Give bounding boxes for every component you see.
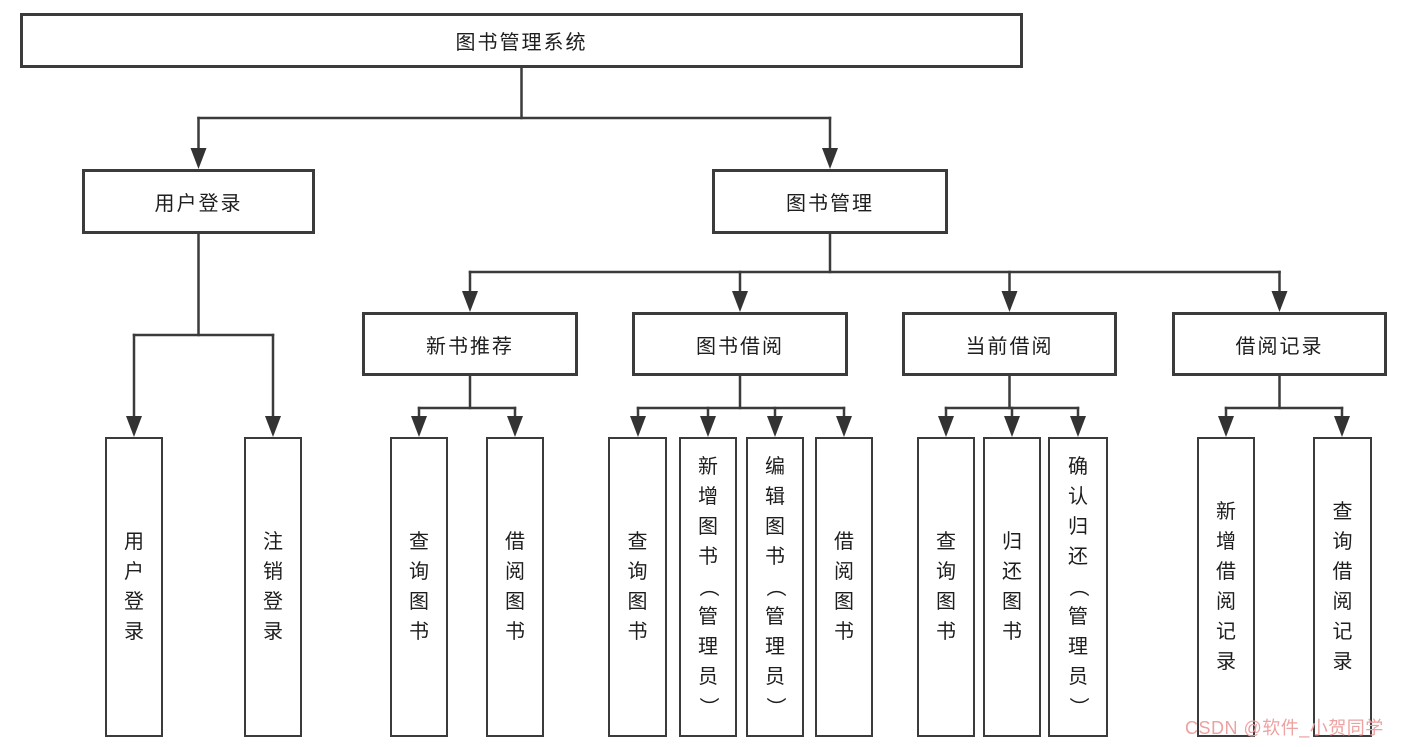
- leaf-query-books-current: 查询图书: [917, 437, 975, 737]
- arrowhead-icon: [1218, 416, 1234, 437]
- arrowhead-icon: [732, 291, 748, 312]
- node-user-login-label: 用户登录: [154, 193, 243, 215]
- leaf-edit-book-admin: 编辑图书（管理员）: [746, 437, 804, 737]
- leaf-add-book-admin: 新增图书（管理员）: [679, 437, 737, 737]
- arrowhead-icon: [836, 416, 852, 437]
- leaf-borrow-books-recommend: 借阅图书: [486, 437, 544, 737]
- leaf-user-login-label: 用户登录: [124, 531, 144, 643]
- node-root: 图书管理系统: [20, 13, 1023, 68]
- arrowhead-icon: [767, 416, 783, 437]
- arrowhead-icon: [265, 416, 281, 437]
- arrowhead-icon: [700, 416, 716, 437]
- arrowhead-icon: [1004, 416, 1020, 437]
- leaf-user-login: 用户登录: [105, 437, 163, 737]
- arrowhead-icon: [190, 148, 207, 169]
- arrowhead-icon: [938, 416, 954, 437]
- leaf-confirm-return-admin-label: 确认归还（管理员）: [1067, 456, 1089, 717]
- leaf-query-books-current-label: 查询图书: [936, 531, 956, 643]
- arrowhead-icon: [507, 416, 523, 437]
- leaf-query-books-borrow-label: 查询图书: [627, 531, 648, 643]
- arrowhead-icon: [411, 416, 427, 437]
- node-current-borrow: 当前借阅: [902, 312, 1117, 376]
- arrowhead-icon: [630, 416, 646, 437]
- node-book-borrow-label: 图书借阅: [696, 335, 784, 358]
- leaf-return-book-label: 归还图书: [1002, 531, 1022, 643]
- arrowhead-icon: [1334, 416, 1350, 437]
- leaf-add-borrow-record-label: 新增借阅记录: [1216, 501, 1236, 673]
- watermark: CSDN @软件_小贺同学: [1185, 718, 1384, 738]
- leaf-logout-label: 注销登录: [263, 531, 283, 643]
- leaf-add-book-admin-label: 新增图书（管理员）: [697, 456, 719, 717]
- arrowhead-icon: [462, 291, 478, 312]
- leaf-logout: 注销登录: [244, 437, 302, 737]
- leaf-return-book: 归还图书: [983, 437, 1041, 737]
- leaf-confirm-return-admin: 确认归还（管理员）: [1048, 437, 1108, 737]
- node-user-login: 用户登录: [82, 169, 315, 234]
- arrowhead-icon: [1070, 416, 1086, 437]
- arrowhead-icon: [126, 416, 142, 437]
- leaf-add-borrow-record: 新增借阅记录: [1197, 437, 1255, 737]
- leaf-borrow-books-recommend-label: 借阅图书: [505, 531, 525, 643]
- node-new-book-recommend-label: 新书推荐: [426, 335, 514, 358]
- leaf-edit-book-admin-label: 编辑图书（管理员）: [764, 456, 786, 717]
- leaf-query-borrow-record: 查询借阅记录: [1313, 437, 1372, 737]
- leaf-borrow-books-label: 借阅图书: [834, 531, 854, 643]
- node-book-borrow: 图书借阅: [632, 312, 848, 376]
- arrowhead-icon: [1001, 291, 1018, 312]
- leaf-query-books-recommend: 查询图书: [390, 437, 448, 737]
- arrowhead-icon: [822, 148, 838, 169]
- node-current-borrow-label: 当前借阅: [965, 335, 1054, 358]
- node-book-management: 图书管理: [712, 169, 948, 234]
- leaf-query-books-borrow: 查询图书: [608, 437, 667, 737]
- leaf-query-books-recommend-label: 查询图书: [409, 531, 429, 643]
- node-borrow-records: 借阅记录: [1172, 312, 1387, 376]
- arrowhead-icon: [1271, 291, 1288, 312]
- node-book-management-label: 图书管理: [786, 193, 874, 215]
- node-new-book-recommend: 新书推荐: [362, 312, 578, 376]
- node-root-label: 图书管理系统: [455, 32, 588, 54]
- leaf-borrow-books: 借阅图书: [815, 437, 873, 737]
- node-borrow-records-label: 借阅记录: [1235, 335, 1324, 358]
- leaf-query-borrow-record-label: 查询借阅记录: [1332, 501, 1353, 673]
